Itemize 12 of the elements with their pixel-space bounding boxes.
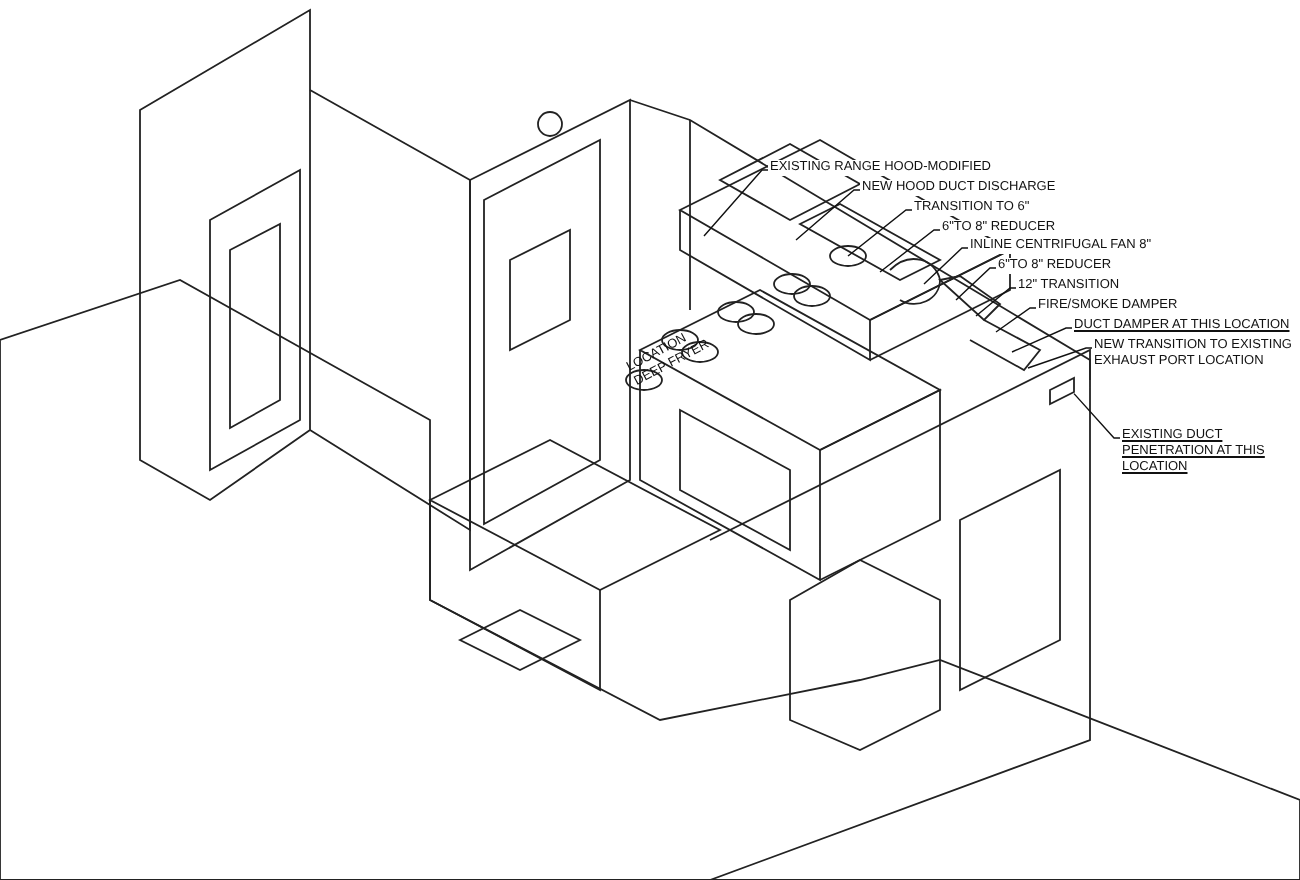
leader-line [1011, 327, 1073, 353]
leader-line [879, 229, 941, 273]
leader-line [955, 267, 997, 301]
leader-line [995, 307, 1037, 333]
leader-line [795, 189, 861, 241]
leader-line [975, 287, 1017, 317]
leader-line [1073, 392, 1121, 439]
leader-line [703, 169, 769, 237]
leader-line [923, 247, 969, 285]
duct-opening [1049, 376, 1075, 406]
leader-line [847, 209, 913, 257]
leader-line [1027, 347, 1093, 369]
